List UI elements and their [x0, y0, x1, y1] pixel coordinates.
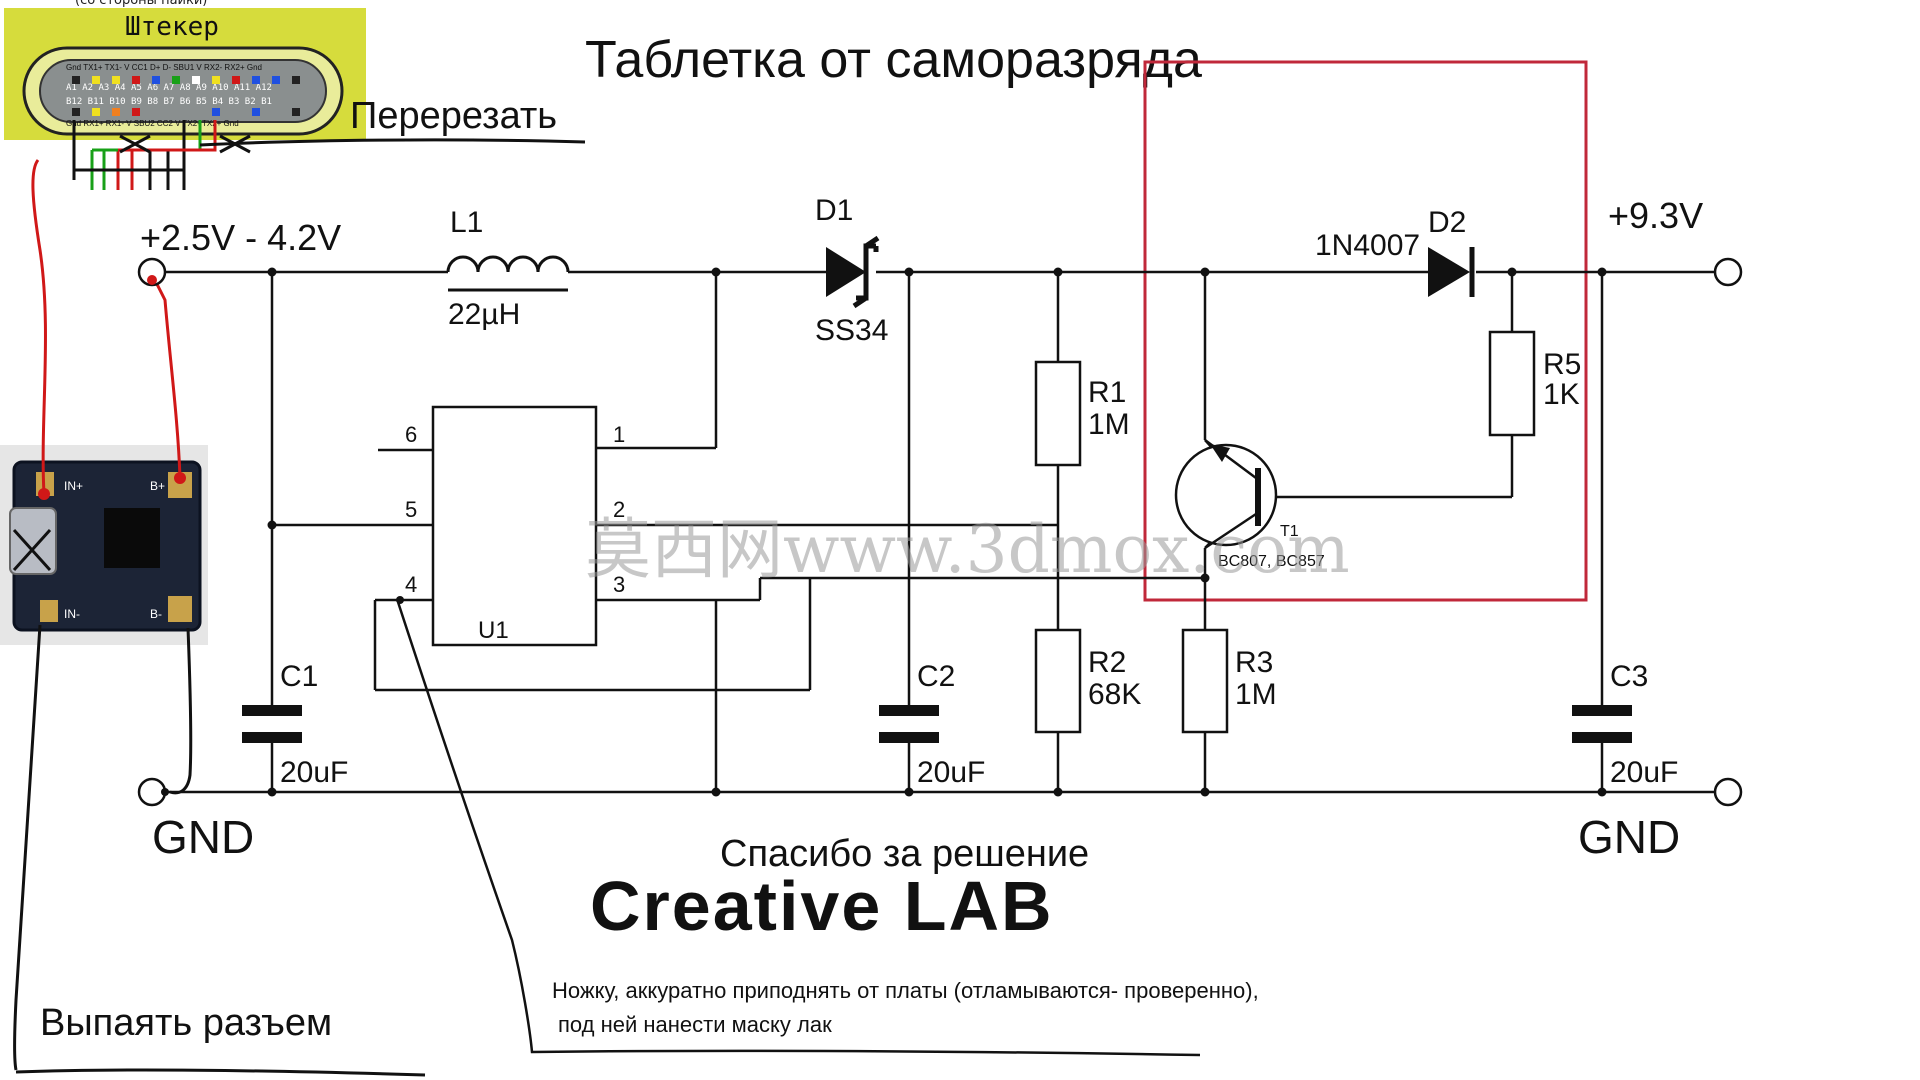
c1-value: 20uF — [280, 756, 348, 789]
c2-value: 20uF — [917, 756, 985, 789]
black-wire-desolder — [13, 624, 42, 1071]
gnd-right-label: GND — [1578, 811, 1680, 863]
u1-pin-5: 5 — [405, 497, 417, 522]
vin-red-dot — [147, 275, 157, 285]
capacitor-c1: C1 20uF — [242, 660, 348, 789]
black-wire-gnd — [169, 627, 193, 795]
pad-in-minus — [40, 600, 58, 622]
connector-side-note: (со стороны пайки) — [75, 0, 207, 8]
cut-note: Перерезать — [350, 95, 557, 137]
desolder-underline — [15, 1068, 426, 1077]
u1-pin-1: 1 — [613, 422, 625, 447]
gnd-left-label: GND — [152, 811, 254, 863]
u1-pin-2: 2 — [613, 497, 625, 522]
u1-pin-6: 6 — [405, 422, 417, 447]
c3-ref: C3 — [1610, 660, 1648, 693]
leg-note-line-1: Ножку, аккуратно приподнять от платы (от… — [552, 978, 1259, 1003]
r2-ref: R2 — [1088, 646, 1126, 679]
usb-c-connector: (со стороны пайки) Штекер Gnd TX1+ TX1- … — [4, 0, 366, 190]
transistor-t1: T1 BC807, BC857 — [1174, 438, 1325, 570]
diode-d2: 1N4007 D2 — [1315, 206, 1475, 297]
r2-value: 68K — [1088, 678, 1141, 711]
micro-usb-port — [9, 507, 57, 575]
r3-value: 1M — [1235, 678, 1277, 711]
t1-ref: T1 — [1280, 523, 1299, 540]
resistor-r5: R5 1K — [1488, 330, 1581, 437]
connector-row-b: B12 B11 B10 B9 B8 B7 B6 B5 B4 B3 B2 B1 — [66, 97, 272, 107]
connector-leads — [72, 120, 217, 190]
vout-label: +9.3V — [1608, 195, 1703, 236]
label-b-plus: B+ — [150, 479, 165, 493]
u1-pin-4: 4 — [405, 572, 417, 597]
desolder-cross — [12, 528, 52, 572]
diode-d1: D1 SS34 — [815, 194, 888, 347]
label-b-minus: B- — [150, 607, 162, 621]
capacitor-c2: C2 20uF — [879, 660, 985, 789]
capacitor-c3: C3 20uF — [1572, 660, 1678, 789]
u1-pin-3: 3 — [613, 572, 625, 597]
watermark: 莫西网www.3dmox.com — [585, 511, 1350, 588]
cut-note-underline — [199, 138, 586, 147]
connector-pin-labels-top: Gnd TX1+ TX1- V CC1 D+ D- SBU1 V RX2- RX… — [66, 63, 262, 72]
d2-value: 1N4007 — [1315, 229, 1420, 262]
pad-b-minus — [168, 596, 192, 622]
u1-ref: U1 — [478, 617, 509, 644]
d1-ref: D1 — [815, 194, 853, 227]
r1-value: 1M — [1088, 408, 1130, 441]
r5-value: 1K — [1543, 378, 1580, 411]
junction-dots — [267, 267, 1607, 797]
r1-ref: R1 — [1088, 376, 1126, 409]
d1-value: SS34 — [815, 314, 888, 347]
c3-value: 20uF — [1610, 756, 1678, 789]
resistor-r2: R2 68K — [1034, 628, 1141, 734]
charger-chip — [104, 508, 160, 568]
r5-ref: R5 — [1543, 348, 1581, 381]
thanks-text: Спасибо за решение — [720, 833, 1089, 875]
r3-ref: R3 — [1235, 646, 1273, 679]
connector-pin-labels-bottom: Gnd RX1+ RX1- V SBU2 CC2 V TX2- TX2+ Gnd — [66, 119, 239, 128]
red-wire-connector — [31, 159, 47, 495]
desolder-note: Выпаять разъем — [40, 1002, 332, 1044]
d2-ref: D2 — [1428, 206, 1466, 239]
t1-value: BC807, BC857 — [1218, 553, 1325, 570]
inductor-l1: L1 22µH — [446, 206, 570, 331]
resistor-r1: R1 1M — [1034, 360, 1130, 467]
page-title: Таблетка от саморазряда — [585, 31, 1202, 89]
label-in-minus: IN- — [64, 607, 80, 621]
charger-board: IN+ B+ IN- B- — [0, 445, 208, 645]
leg-pointer-line — [396, 601, 1201, 1057]
label-in-plus: IN+ — [64, 479, 83, 493]
connector-pin-dots — [72, 76, 300, 116]
c1-ref: C1 — [280, 660, 318, 693]
schematic-wires — [163, 270, 1716, 794]
connector-title: Штекер — [125, 12, 219, 42]
highlight-box — [1143, 60, 1588, 602]
l1-ref: L1 — [450, 206, 483, 239]
resistor-r3: R3 1M — [1181, 628, 1277, 734]
c2-ref: C2 — [917, 660, 955, 693]
gnd-dot — [161, 788, 169, 796]
terminal-gnd-right — [1713, 777, 1743, 807]
terminal-vout — [1713, 257, 1743, 287]
ic-u1: U1 1 2 3 4 5 6 — [405, 405, 625, 647]
vin-label: +2.5V - 4.2V — [140, 217, 341, 258]
brand-text: Creative LAB — [590, 867, 1054, 945]
connector-row-a: A1 A2 A3 A4 A5 A6 A7 A8 A9 A10 A11 A12 — [66, 83, 272, 93]
l1-value: 22µH — [448, 298, 520, 331]
leg-note-line-2: под ней нанести маску лак — [558, 1012, 832, 1037]
